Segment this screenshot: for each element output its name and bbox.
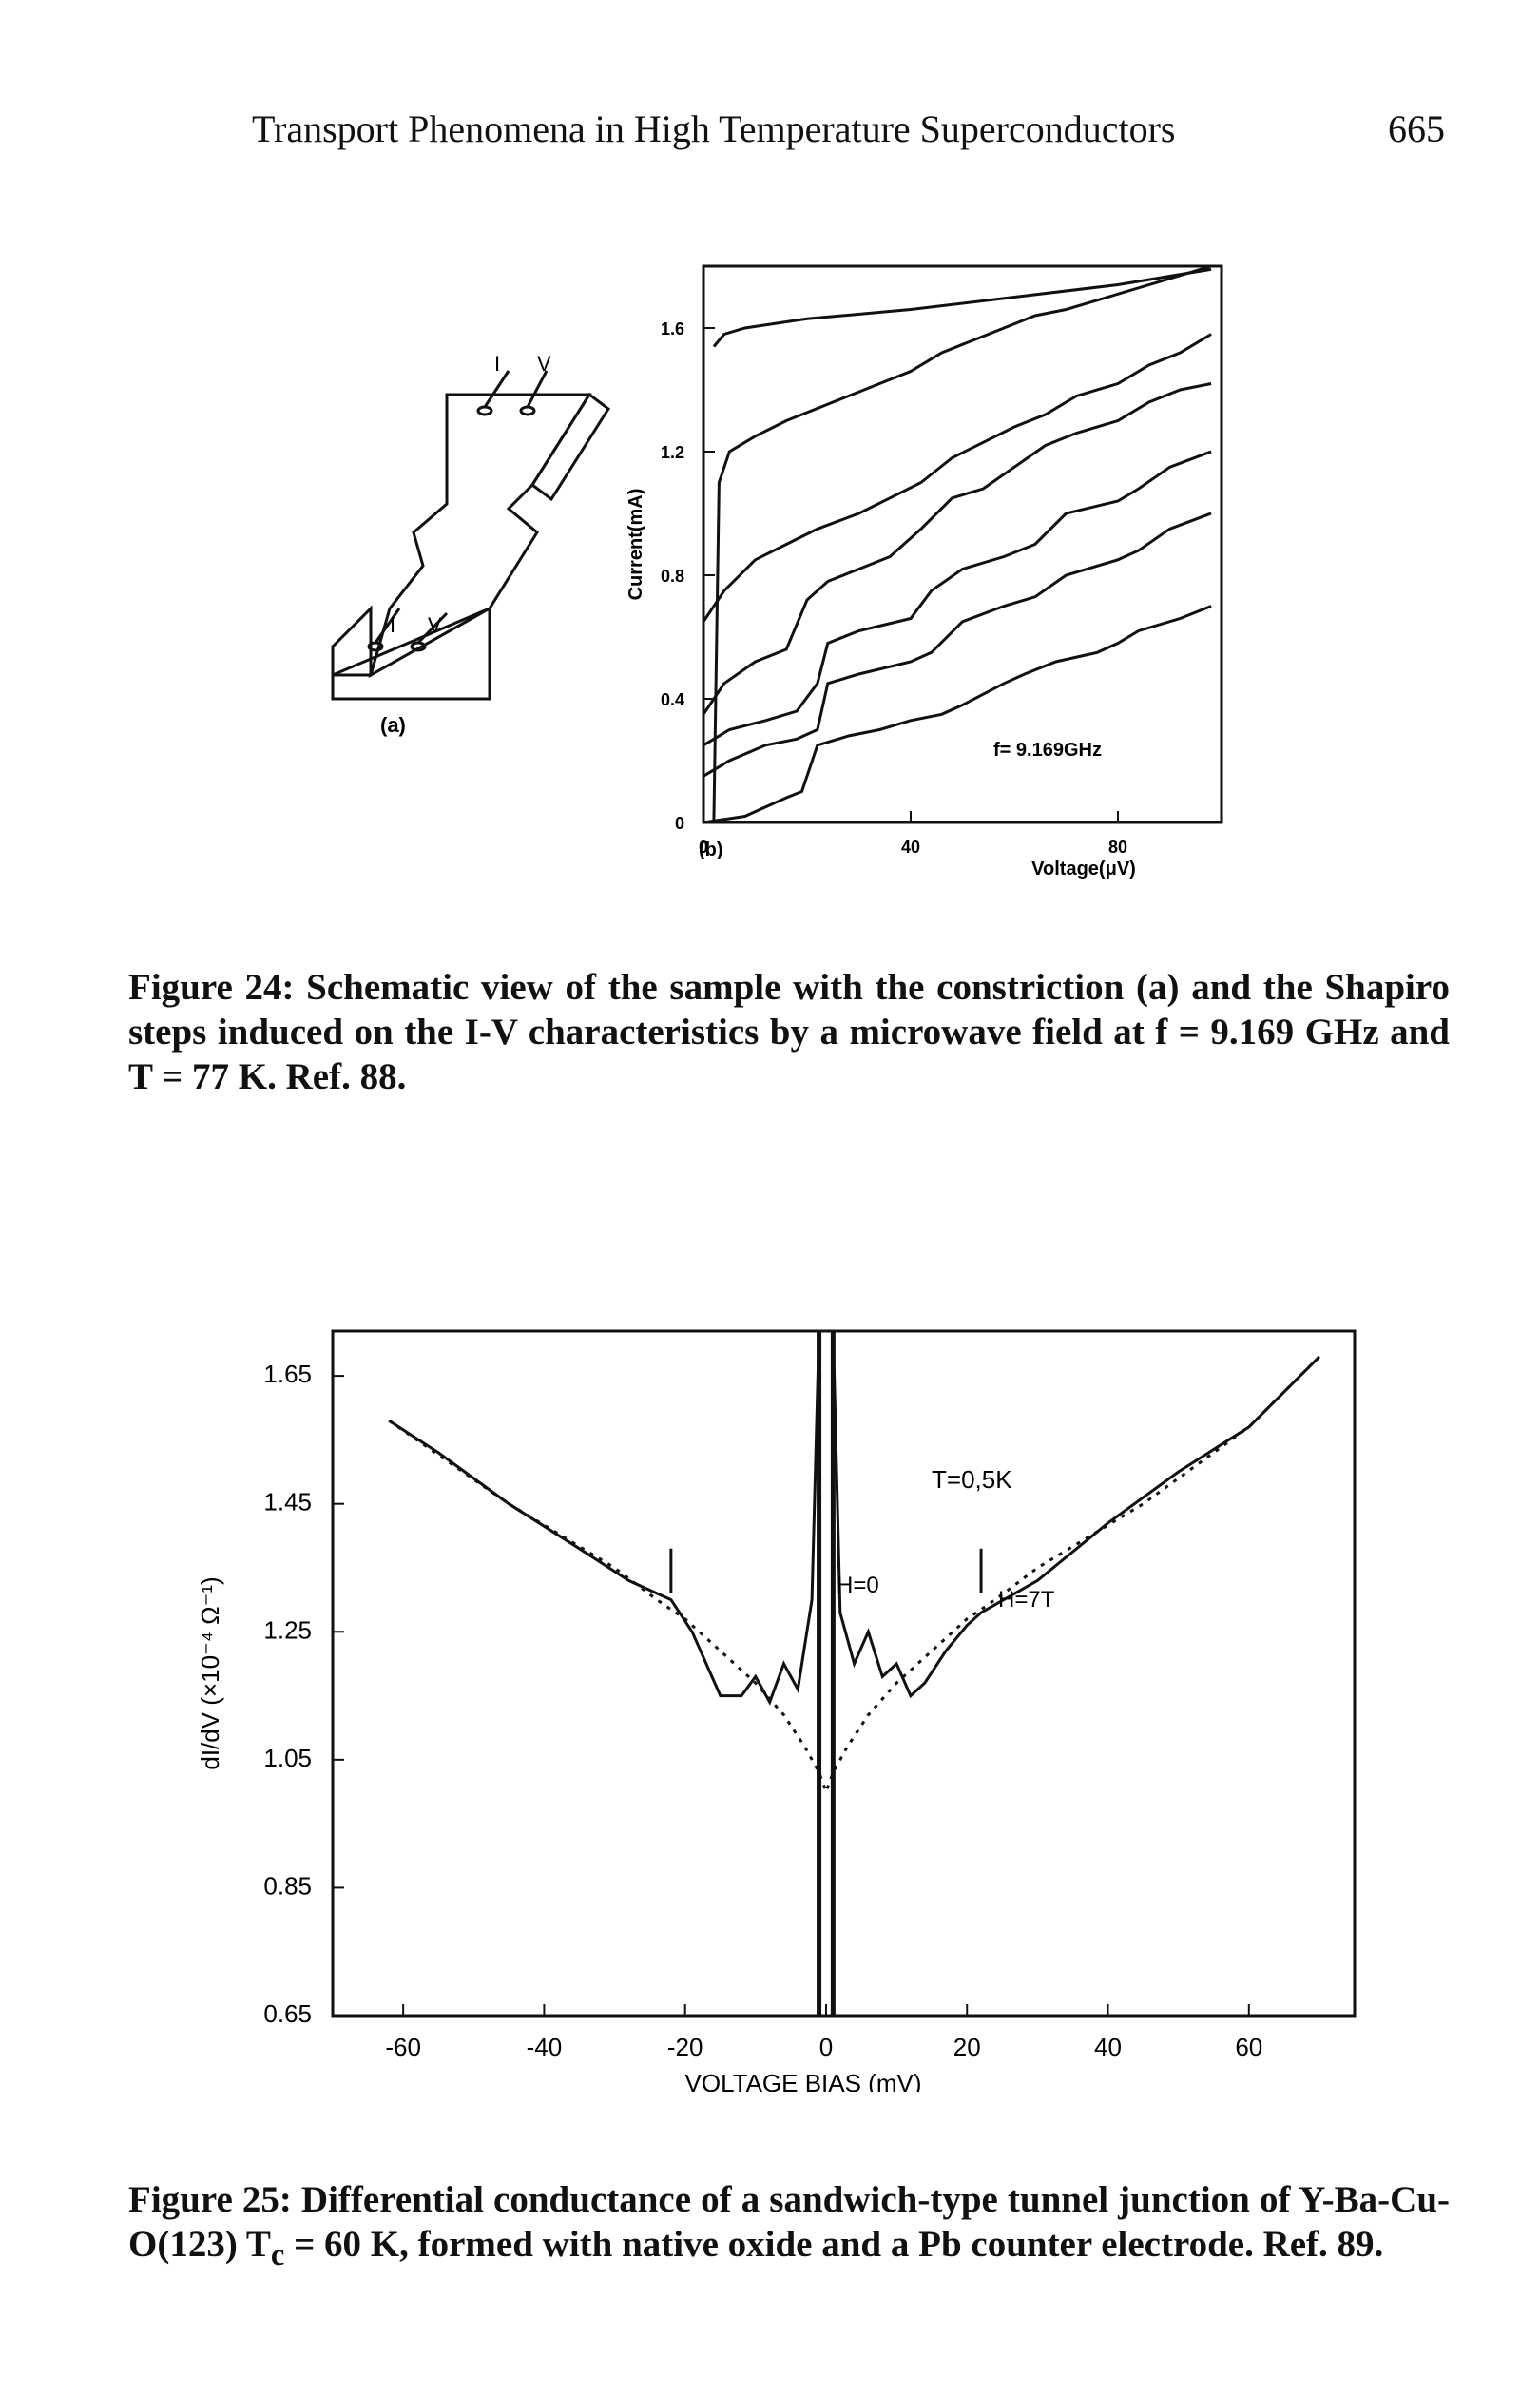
page-number: 665 (1388, 107, 1445, 150)
running-title: Transport Phenomena in High Temperature … (252, 107, 1176, 150)
x-axis-label: VOLTAGE BIAS (mV) (685, 2069, 922, 2092)
x-tick-label: 20 (953, 2033, 981, 2061)
x-tick-label: -20 (667, 2033, 703, 2061)
running-header: Transport Phenomena in High Temperature … (252, 106, 1445, 164)
series-line-2 (703, 512, 1212, 778)
x-tick-label: 0 (819, 2033, 833, 2061)
y-tick-label: 0.8 (661, 567, 684, 586)
x-tick-label: 40 (1094, 2033, 1122, 2061)
y-tick-label: 1.65 (263, 1360, 312, 1388)
lead-label-i-top: I (494, 352, 500, 376)
y-tick-label: 1.05 (263, 1744, 312, 1772)
figure-25-caption-text-2: = 60 K, formed with native oxide and a P… (284, 2224, 1384, 2265)
y-tick-label: 0.65 (263, 1999, 312, 2028)
panel-b-label: (b) (699, 840, 723, 860)
series-line-1 (703, 605, 1212, 824)
figure-24-caption-text: Schematic view of the sample with the co… (128, 967, 1450, 1097)
lead-label-v-top: V (537, 352, 551, 376)
y-tick-label: 0 (675, 814, 684, 833)
lead-label-i-bottom: I (390, 613, 395, 637)
y-tick-label: 0.85 (263, 1871, 312, 1900)
field-zero-annotation: H=0 (837, 1573, 879, 1598)
figure-25-caption-text: Differential conductance of a sandwich-t… (128, 2179, 1450, 2265)
figure-25-caption: Figure 25: Differential conductance of a… (128, 2177, 1450, 2278)
y-tick-label: 0.4 (661, 690, 684, 709)
frequency-annotation: f= 9.169GHz (993, 740, 1102, 761)
figure-25: -60 -40 -20 0 20 40 60 0.65 0.85 1.05 1.25 1.45 1.65… (196, 1329, 1357, 2092)
x-tick-label: 0 (699, 838, 708, 857)
series-line-7 (712, 267, 1212, 348)
sample-schematic (331, 370, 611, 701)
x-tick-label: -40 (527, 2033, 563, 2061)
x-tick-label: 40 (901, 838, 920, 857)
y-tick-label: 1.6 (661, 319, 684, 338)
x-axis-label: Voltage(μV) (1031, 859, 1136, 879)
temperature-annotation: T=0,5K (932, 1465, 1012, 1494)
y-axis-label: Current(mA) (626, 489, 646, 601)
figure-25-caption-subscript: c (270, 2237, 285, 2272)
series-line-3 (703, 450, 1212, 747)
y-tick-label: 1.2 (661, 443, 684, 462)
x-tick-label: -60 (385, 2033, 421, 2061)
x-tick-label: 60 (1235, 2033, 1262, 2061)
figure-24: I V I V (a) 0 40 80 0 0.4 0.8 1.2 1.6Voltage(μV… (331, 264, 1223, 879)
series-line-h-0 (388, 1329, 1320, 1706)
figure-25-caption-label: Figure 25: (128, 2179, 292, 2220)
y-tick-label: 1.25 (263, 1615, 312, 1644)
figure-24-caption-label: Figure 24: (128, 967, 295, 1008)
lead-label-v-bottom: V (428, 613, 442, 637)
series-line-4 (702, 382, 1212, 716)
panel-a-label: (a) (380, 713, 406, 737)
series-line-5 (702, 333, 1212, 623)
plot-frame (331, 1329, 1357, 2018)
y-axis-label: dI/dV (×10⁻⁴ Ω⁻¹) (196, 1576, 224, 1769)
y-tick-label: 1.45 (263, 1488, 312, 1516)
plot-frame (702, 264, 1223, 824)
series-line-6 (712, 264, 1212, 823)
figure-24-caption: Figure 24: Schematic view of the sample … (128, 965, 1450, 1099)
series-line-h-7t (388, 1355, 1320, 1796)
conductance-chart: -60 -40 -20 0 20 40 60 0.65 0.85 1.05 1.25 1.45 1.65… (196, 1329, 1357, 2092)
field-seven-annotation: H=7T (998, 1587, 1055, 1613)
x-tick-label: 80 (1108, 838, 1127, 857)
